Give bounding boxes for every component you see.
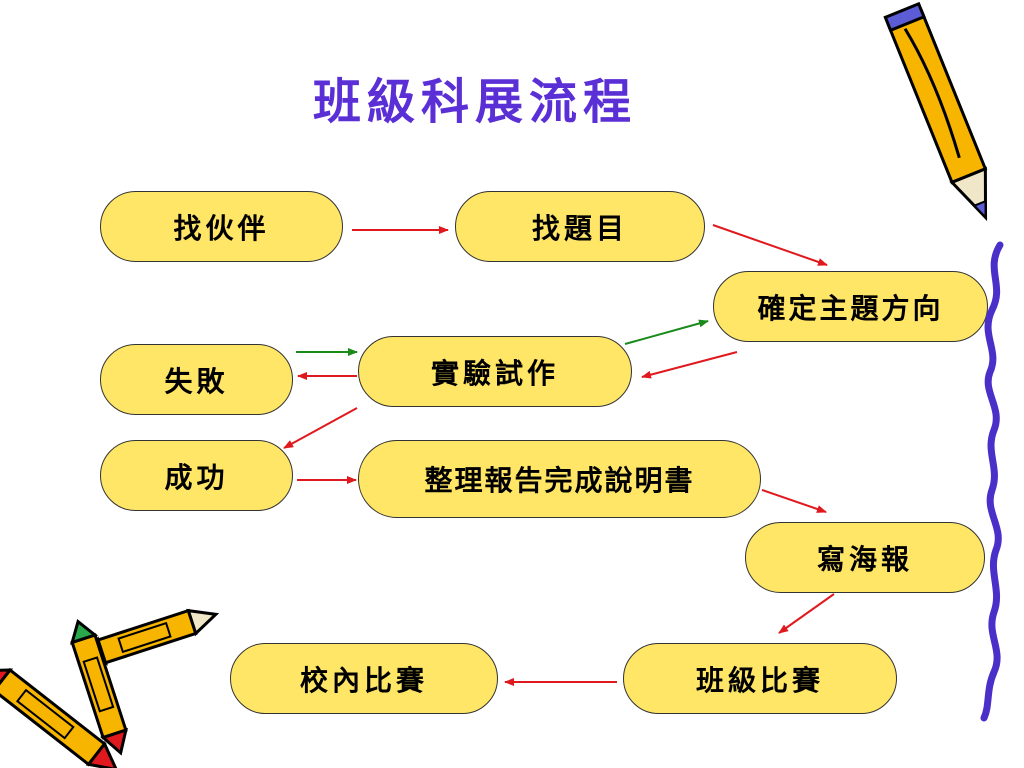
- page-title: 班級科展流程: [312, 74, 637, 130]
- node-poster: 寫海報: [745, 522, 985, 593]
- arrow-experiment-to-direction: [624, 319, 709, 345]
- node-find-topic: 找題目: [455, 191, 705, 262]
- arrow-report-to-poster: [761, 489, 827, 513]
- node-school-contest: 校內比賽: [230, 643, 498, 714]
- arrow-topic-to-direction: [712, 224, 828, 266]
- node-confirm-direction: 確定主題方向: [713, 271, 988, 342]
- crayons-icon: [0, 608, 220, 768]
- arrow-direction-to-experiment: [641, 351, 738, 379]
- node-fail: 失敗: [100, 344, 293, 415]
- arrow-poster-to-class-contest: [778, 593, 835, 634]
- node-report: 整理報告完成說明書: [358, 440, 761, 518]
- arrow-experiment-to-success: [283, 407, 358, 449]
- node-class-contest: 班級比賽: [623, 643, 897, 714]
- squiggle-line: [980, 241, 1004, 722]
- node-success: 成功: [100, 440, 293, 511]
- node-find-partner: 找伙伴: [100, 191, 343, 262]
- node-experiment: 實驗試作: [358, 336, 632, 407]
- pencil-icon: [883, 1, 988, 222]
